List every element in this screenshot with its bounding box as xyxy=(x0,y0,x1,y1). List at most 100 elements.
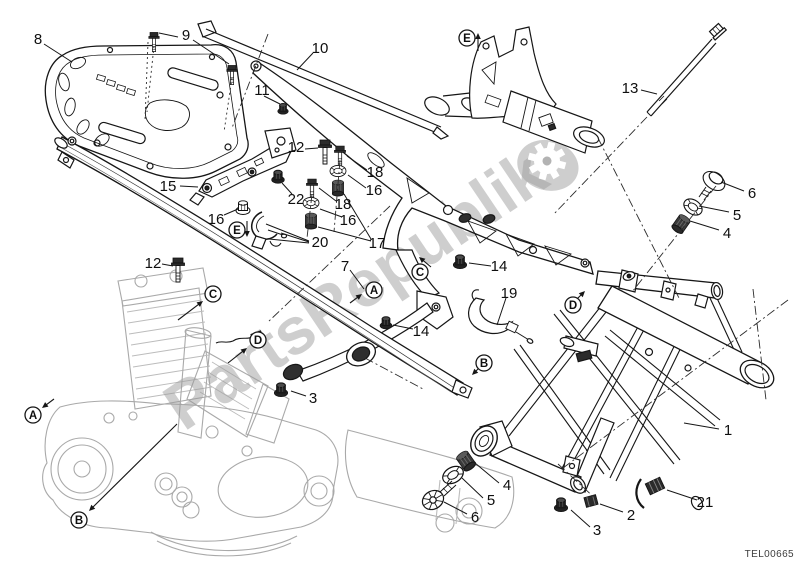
part-callout-12: 12 xyxy=(145,255,162,272)
clamp-part20 xyxy=(251,211,288,250)
construction-lines xyxy=(144,33,789,501)
part-callout-4: 4 xyxy=(503,477,511,494)
view-marker-B: B xyxy=(70,423,178,529)
part-callout-10: 10 xyxy=(312,40,329,57)
steering-head-detail-view-e xyxy=(424,26,605,154)
view-marker-arrowhead xyxy=(475,33,481,39)
part-callout-3: 3 xyxy=(309,390,317,407)
view-marker-circle xyxy=(70,511,88,529)
part-callout-4: 4 xyxy=(723,225,731,242)
view-marker-circle xyxy=(24,406,42,424)
part-callout-6: 6 xyxy=(471,509,479,526)
view-marker-arrow-line xyxy=(90,423,178,510)
view-marker-arrowhead xyxy=(355,294,362,300)
view-marker-letter: C xyxy=(416,267,424,279)
part-callout-16: 16 xyxy=(208,211,225,228)
part-callout-13: 13 xyxy=(622,80,639,97)
view-marker-circle xyxy=(228,221,246,239)
view-marker-arrow-line xyxy=(227,349,245,364)
view-marker-A: A xyxy=(24,398,55,424)
view-marker-circle xyxy=(411,263,429,281)
screw-part6-upper xyxy=(698,170,726,201)
view-marker-circle xyxy=(475,354,493,372)
part-callout-22: 22 xyxy=(288,191,305,208)
view-marker-letter: A xyxy=(370,285,378,297)
view-marker-arrowhead xyxy=(472,368,479,375)
seat-rail-tube-part7 xyxy=(54,136,473,399)
view-marker-circle xyxy=(458,29,476,47)
view-marker-letter: D xyxy=(569,300,577,312)
harness-bracket-part19 xyxy=(468,289,534,344)
part-callout-16: 16 xyxy=(340,212,357,229)
mount-part17-b xyxy=(304,212,318,230)
part-callout-8: 8 xyxy=(34,31,42,48)
gear-icon xyxy=(517,139,579,191)
nut-part3-a xyxy=(273,382,289,398)
axle-bolt-part13 xyxy=(646,22,728,117)
bracket-part15 xyxy=(189,127,297,206)
view-marker-arrowhead xyxy=(244,231,250,237)
side-rail-part10 xyxy=(197,20,450,140)
part-callout-5: 5 xyxy=(733,207,741,224)
nut-part16-c xyxy=(235,200,251,216)
view-marker-circle xyxy=(564,296,582,314)
view-marker-letter: B xyxy=(480,358,488,370)
screw-part6-lower xyxy=(421,480,457,511)
view-marker-E: E xyxy=(228,221,250,239)
part-callout-14: 14 xyxy=(413,323,430,340)
frame-line-art xyxy=(44,20,775,513)
view-marker-circle xyxy=(204,285,222,303)
view-marker-letter: E xyxy=(233,225,241,237)
nut-part14-b xyxy=(379,316,393,330)
fasteners xyxy=(148,31,726,513)
view-marker-D: D xyxy=(227,331,267,364)
view-marker-arrowhead xyxy=(240,348,247,354)
view-marker-arrowhead xyxy=(42,402,49,408)
part-callout-15: 15 xyxy=(160,178,177,195)
bolt-part12-a xyxy=(317,139,333,165)
part-callout-20: 20 xyxy=(312,234,329,251)
part-callout-17: 17 xyxy=(369,235,386,252)
part-callout-6: 6 xyxy=(748,185,756,202)
view-marker-A: A xyxy=(349,281,383,304)
view-marker-B: B xyxy=(472,354,493,375)
view-marker-letter: A xyxy=(29,410,37,422)
view-marker-letter: B xyxy=(75,515,83,527)
view-marker-C: C xyxy=(411,257,432,281)
view-marker-arrowhead xyxy=(89,504,96,511)
trellis-frame-part1 xyxy=(470,269,775,511)
view-marker-arrowhead xyxy=(419,257,426,263)
spacer-part4-upper xyxy=(670,212,692,236)
part-callout-1: 1 xyxy=(724,422,732,439)
view-marker-letter: E xyxy=(463,33,471,45)
part-callout-14: 14 xyxy=(491,258,508,275)
part-callout-7: 7 xyxy=(341,258,349,275)
clip-part2 xyxy=(583,494,599,508)
marker-layer: E E C D A B A B C D xyxy=(24,29,585,529)
part-callout-21: 21 xyxy=(697,494,714,511)
part-callout-18: 18 xyxy=(335,196,352,213)
nut-part14-a xyxy=(452,254,468,270)
part-callout-3: 3 xyxy=(593,522,601,539)
part-callout-12: 12 xyxy=(288,139,305,156)
part-callout-18: 18 xyxy=(367,164,384,181)
part-callout-19: 19 xyxy=(501,285,518,302)
view-marker-D: D xyxy=(564,291,585,314)
view-marker-arrowhead xyxy=(578,291,585,298)
view-marker-arrow-line xyxy=(177,302,201,321)
nut-part3-b xyxy=(553,497,569,513)
diagram-code: TEL00665 xyxy=(744,549,794,560)
clip-part21 xyxy=(635,476,666,509)
view-marker-letter: C xyxy=(209,289,217,301)
view-marker-letter: D xyxy=(254,335,262,347)
part-callout-5: 5 xyxy=(487,492,495,509)
view-marker-C: C xyxy=(177,285,222,321)
part-callout-11: 11 xyxy=(254,82,270,99)
part-callout-16: 16 xyxy=(366,182,383,199)
part-callout-9: 9 xyxy=(182,27,190,44)
view-marker-E: E xyxy=(458,29,481,51)
nut-part11 xyxy=(277,102,289,115)
